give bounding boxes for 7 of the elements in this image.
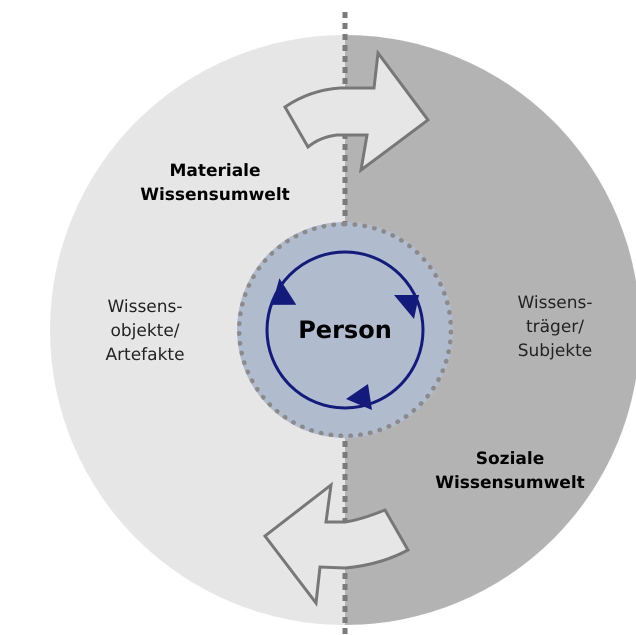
block-arrow <box>284 52 430 172</box>
section-heading: Materiale Wissensumwelt <box>139 160 291 207</box>
body-text: Wissens-träger/ Subjekte <box>516 292 594 363</box>
block-arrow <box>264 484 410 604</box>
section-heading: Soziale Wissensumwelt <box>434 448 586 495</box>
body-text: Wissens-objekte/ Artefakte <box>104 296 186 367</box>
node-label: Person <box>298 315 392 346</box>
